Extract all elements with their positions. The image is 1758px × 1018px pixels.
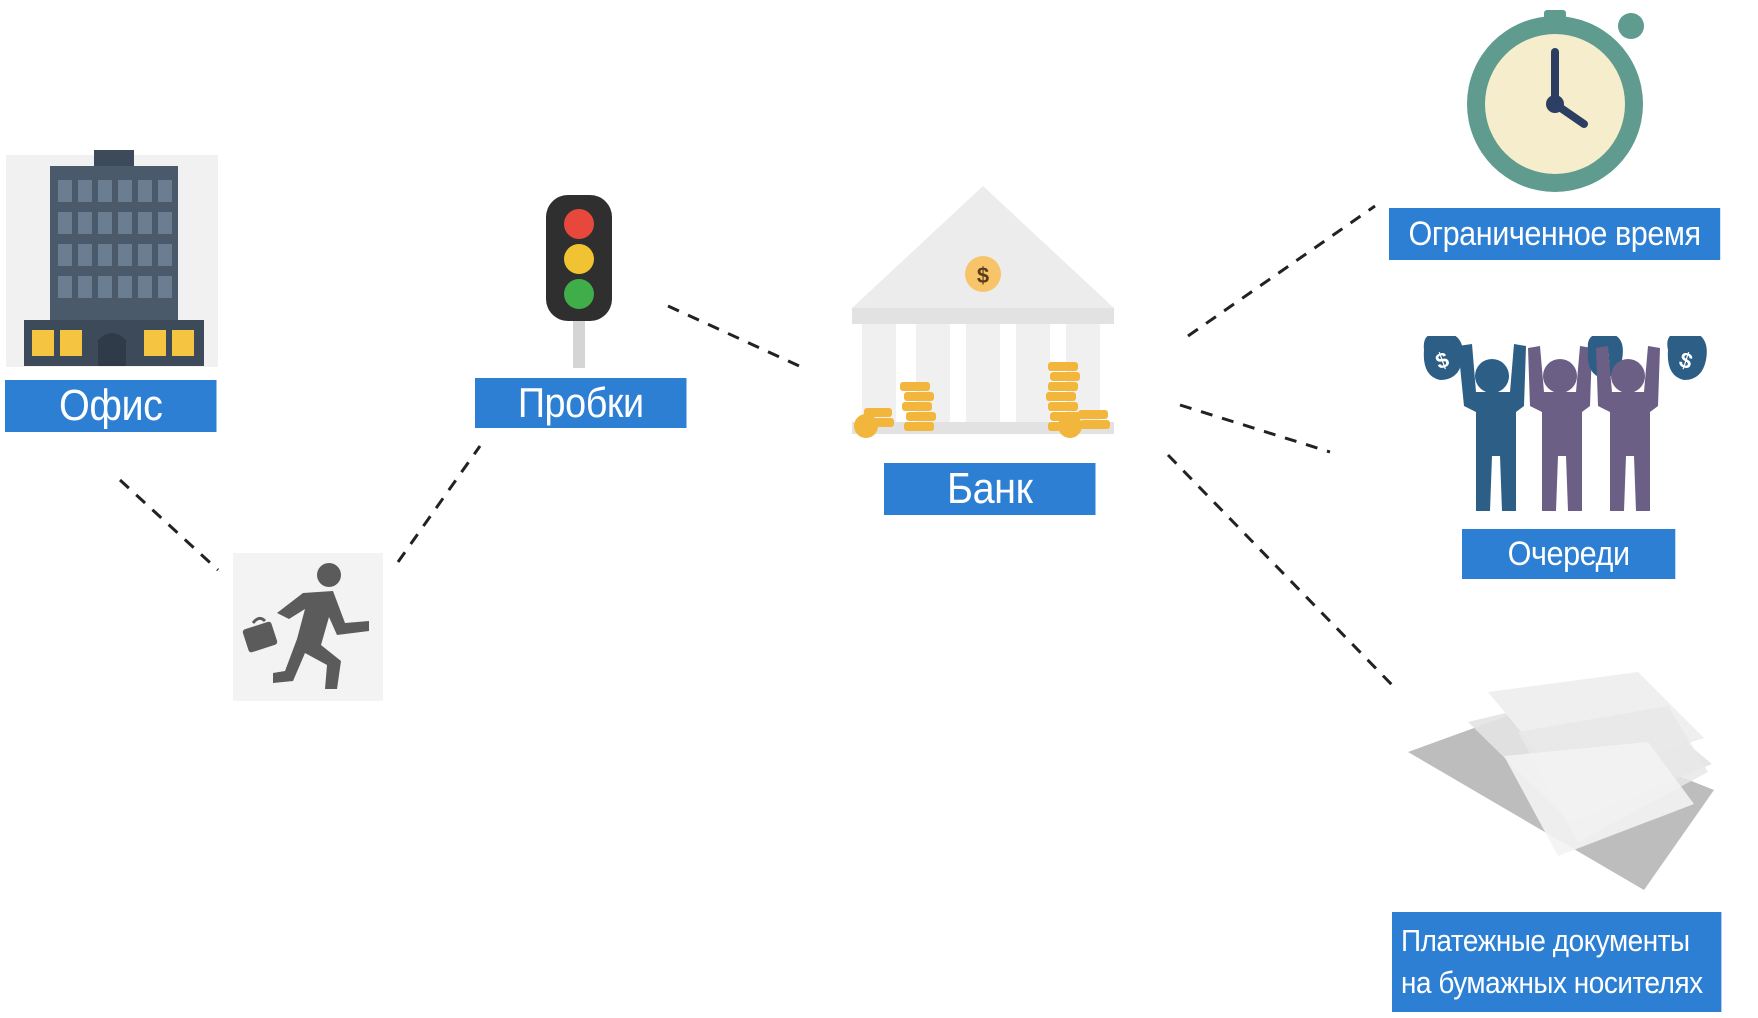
traffic-label: Пробки (475, 378, 687, 428)
svg-text:$: $ (977, 263, 989, 288)
running-businessman-icon (233, 553, 383, 701)
connector-traffic-bank (667, 304, 809, 372)
paper-documents-icon (1408, 672, 1714, 890)
people-with-money-bags-icon: $ $ $ (1423, 336, 1707, 511)
office-label: Офис (5, 380, 217, 432)
connector-bank-queues (1179, 403, 1331, 454)
connector-bank-documents (1166, 453, 1397, 690)
connector-bank-time (1187, 204, 1376, 338)
office-building-icon (6, 150, 218, 367)
time-label: Ограниченное время (1389, 208, 1721, 260)
documents-label-line1: Платежные документы (1401, 923, 1690, 958)
connector-runner-traffic (396, 445, 482, 563)
bank-label: Банк (884, 463, 1096, 515)
bank-building-icon: $ (852, 186, 1114, 438)
connector-office-runner (118, 478, 220, 572)
stopwatch-icon (1467, 10, 1644, 192)
documents-label-line2: на бумажных носителях (1401, 965, 1703, 1000)
traffic-light-icon (546, 195, 612, 368)
queues-label: Очереди (1462, 529, 1676, 579)
documents-label: Платежные документы на бумажных носителя… (1392, 912, 1722, 1012)
